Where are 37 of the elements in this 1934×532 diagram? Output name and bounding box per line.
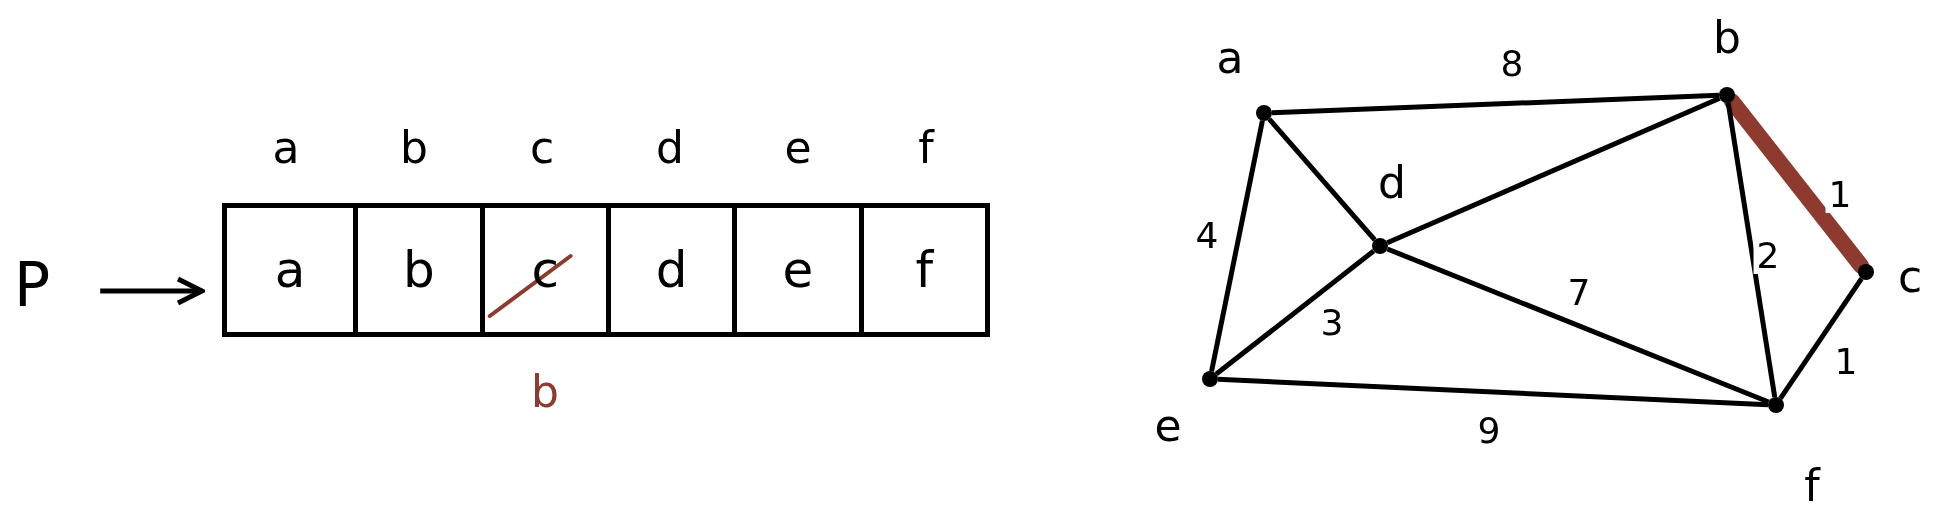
graph-edge [1267, 117, 1377, 242]
replacement-value: b [531, 370, 559, 414]
index-label: c [529, 126, 555, 170]
array-box [222, 203, 990, 337]
vertex-dot [1768, 397, 1784, 413]
vertex-dot [1372, 238, 1388, 254]
vertex-label: c [1897, 255, 1923, 299]
variable-label: P [14, 255, 51, 315]
vertex-label: f [1804, 464, 1820, 508]
vertex-label: a [1216, 36, 1244, 80]
graph-edge [1214, 248, 1376, 377]
array-cell: d [606, 208, 733, 332]
array-cell: a [227, 208, 354, 332]
vertex-dot [1202, 371, 1218, 387]
vertex-dot [1719, 87, 1735, 103]
graph-edge [1209, 120, 1265, 372]
array-cell: f [858, 208, 985, 332]
vertex-label: e [1154, 404, 1182, 448]
index-label: e [784, 126, 812, 170]
arrow [100, 276, 205, 306]
graph-edge [1723, 93, 1870, 274]
array-cell: b [353, 208, 480, 332]
graph-edge [1271, 92, 1720, 116]
vertex-label: d [1378, 161, 1406, 205]
index-label: b [400, 126, 428, 170]
graph-edge [1386, 95, 1721, 246]
graph-edge [1386, 246, 1770, 405]
vertex-dot [1256, 105, 1272, 121]
graph-edge [1217, 376, 1769, 408]
index-label: d [656, 126, 684, 170]
vertex-label: b [1713, 16, 1741, 60]
graph-edge [1725, 102, 1778, 398]
index-label: f [918, 126, 934, 170]
vertex-dot [1858, 264, 1874, 280]
index-label: a [272, 126, 300, 170]
array-cell: e [732, 208, 859, 332]
graph-edge [1778, 277, 1864, 400]
